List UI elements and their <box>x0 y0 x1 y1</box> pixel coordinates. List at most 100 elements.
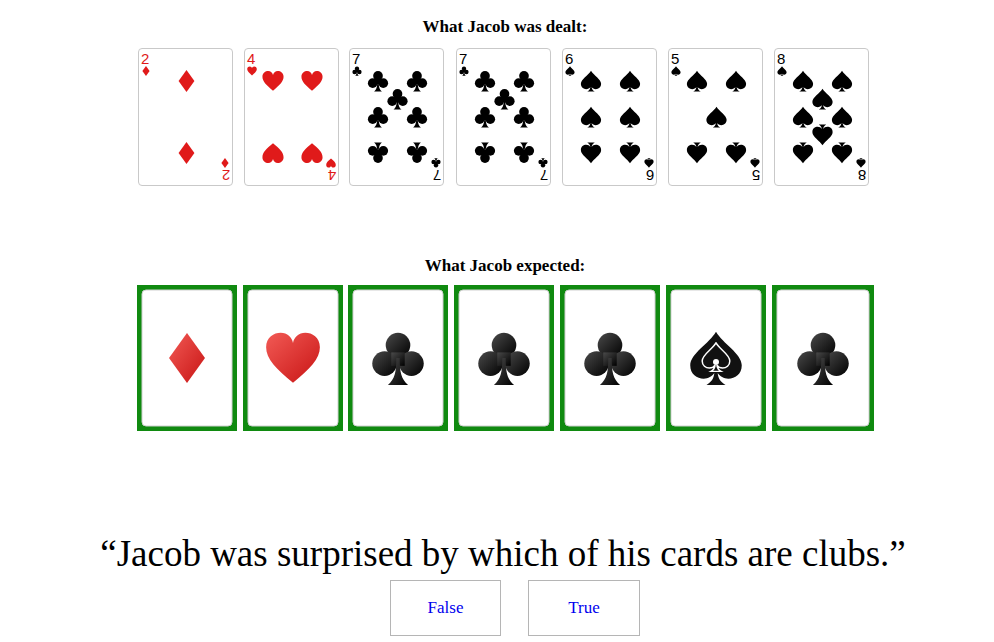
club-symbol <box>584 333 636 385</box>
heart-pip <box>262 71 283 91</box>
spade-pip <box>832 71 852 92</box>
answer-button: False <box>390 580 501 636</box>
card-face <box>353 290 443 426</box>
spade-pip <box>832 107 852 128</box>
card-pips <box>457 49 552 187</box>
spade-pip <box>565 66 574 76</box>
card-index: 6 <box>646 168 654 183</box>
card-pips <box>139 49 234 187</box>
club-pip <box>352 67 361 76</box>
diamond-pip <box>221 158 228 168</box>
club-pip <box>459 67 468 76</box>
spade-pip <box>793 71 813 92</box>
card-frame <box>560 285 660 431</box>
playing-card: 88 <box>774 48 869 186</box>
diamond-pip <box>142 66 149 76</box>
playing-card: 77 <box>349 48 444 186</box>
card-index: 4 <box>328 168 336 183</box>
corner-suit <box>220 158 230 168</box>
section-heading: What Jacob was dealt: <box>423 17 588 37</box>
corner-suit <box>856 158 866 168</box>
card-frame <box>454 285 554 431</box>
diamond-symbol <box>169 333 205 383</box>
card-face <box>142 290 232 426</box>
club-pip <box>475 71 495 91</box>
corner-suit <box>671 66 681 76</box>
button-label: True <box>568 598 600 618</box>
spade-pip <box>644 158 653 168</box>
club-pip <box>514 107 534 127</box>
playing-card: 22 <box>138 48 233 186</box>
club-pip <box>431 158 440 167</box>
card-face <box>459 290 549 426</box>
card-pips <box>775 49 870 187</box>
card-frame <box>243 285 343 431</box>
spade-pip <box>620 142 640 163</box>
spade-ornament <box>702 343 730 372</box>
spade-pip <box>671 66 680 76</box>
statement-text: “Jacob was surprised by which of his car… <box>100 532 906 575</box>
card-frame <box>348 285 448 431</box>
card-index: 6 <box>565 51 573 66</box>
club-symbol <box>372 333 424 385</box>
ornate-spade-symbol <box>690 332 742 385</box>
corner-suit <box>431 158 441 168</box>
spade-pip <box>793 107 813 128</box>
button-label: False <box>428 598 464 618</box>
spade-ornament <box>713 359 719 365</box>
club-pip <box>475 142 495 162</box>
corner-suit <box>644 158 654 168</box>
spade-pip <box>812 124 832 145</box>
card-index: 4 <box>247 51 255 66</box>
spade-pip <box>687 142 707 163</box>
club-symbol <box>478 333 530 385</box>
spade-pip <box>581 142 601 163</box>
corner-suit <box>565 66 575 76</box>
corner-suit <box>459 66 469 76</box>
playing-card: 55 <box>668 48 763 186</box>
card-pips <box>350 49 445 187</box>
card-index: 2 <box>222 168 230 183</box>
spade-pip <box>706 107 726 128</box>
playing-card: 77 <box>456 48 551 186</box>
expected-card-row <box>137 285 874 431</box>
spade-pip <box>620 107 640 128</box>
club-pip <box>387 89 407 109</box>
playing-card: 44 <box>244 48 339 186</box>
club-pip <box>368 107 388 127</box>
spade-pip <box>856 158 865 168</box>
card-index: 5 <box>671 51 679 66</box>
card-index: 2 <box>141 51 149 66</box>
heart-pip <box>301 143 322 163</box>
heart-symbol <box>266 333 320 383</box>
card-face <box>565 290 655 426</box>
corner-suit <box>352 66 362 76</box>
club-pip <box>368 142 388 162</box>
spade-pip <box>726 142 746 163</box>
card-index: 7 <box>459 51 467 66</box>
card-frame <box>772 285 874 431</box>
diamond-pip <box>179 70 195 92</box>
spade-pip <box>726 71 746 92</box>
playing-card: 66 <box>562 48 657 186</box>
spade-pip <box>581 71 601 92</box>
card-index: 8 <box>858 168 866 183</box>
spade-pip <box>793 142 813 163</box>
heart-pip <box>262 143 283 163</box>
card-face <box>777 290 869 426</box>
club-pip <box>514 71 534 91</box>
heart-pip <box>247 67 257 76</box>
heart-pip <box>301 71 322 91</box>
spade-pip <box>832 142 852 163</box>
card-frame <box>666 285 766 431</box>
spade-pip <box>581 107 601 128</box>
corner-suit <box>750 158 760 168</box>
spade-pip <box>777 66 786 76</box>
card-index: 5 <box>752 168 760 183</box>
heart-pip <box>326 159 336 168</box>
club-pip <box>407 142 427 162</box>
card-pips <box>669 49 764 187</box>
spade-pip <box>687 71 707 92</box>
club-pip <box>538 158 547 167</box>
club-pip <box>407 71 427 91</box>
